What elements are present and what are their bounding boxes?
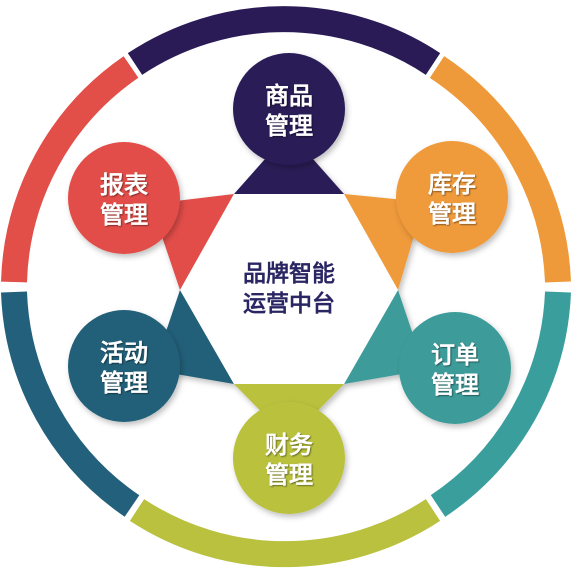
outer-ring [1, 6, 571, 568]
ring-segment-bottom-left [1, 291, 140, 517]
node-inventory-label-line2: 管理 [428, 200, 476, 228]
node-report-circle[interactable] [68, 142, 180, 254]
node-inventory-label-line1: 库存 [428, 170, 476, 198]
node-activity-label-line2: 管理 [100, 369, 148, 397]
node-order-label-line2: 管理 [431, 371, 479, 399]
node-inventory-circle[interactable] [396, 141, 508, 253]
node-product-label-line1: 商品 [265, 82, 313, 110]
node-inventory[interactable]: 库存 管理 [396, 141, 508, 253]
ring-segment-bottom [129, 499, 441, 568]
node-order-label-line1: 订单 [431, 341, 479, 369]
node-report-label-line2: 管理 [100, 201, 148, 229]
node-product-circle[interactable] [233, 53, 345, 165]
center-title-line1: 品牌智能 [243, 260, 335, 287]
node-product[interactable]: 商品 管理 [233, 53, 345, 165]
ring-segment-bottom-right [430, 291, 571, 517]
node-product-label-line2: 管理 [265, 112, 313, 140]
node-activity-label-line1: 活动 [100, 339, 148, 367]
ring-segment-top-right [429, 56, 571, 283]
node-finance-label-line1: 财务 [265, 431, 314, 459]
node-activity-circle[interactable] [68, 310, 180, 422]
center-hexagon-fill [180, 194, 398, 384]
node-order-circle[interactable] [399, 312, 511, 424]
ring-segment-top-left [1, 56, 139, 283]
node-report[interactable]: 报表 管理 [68, 142, 180, 254]
node-finance-label-line2: 管理 [265, 461, 313, 489]
center-label: 品牌智能 运营中台 [243, 260, 335, 317]
node-report-label-line1: 报表 [100, 171, 149, 199]
center-title-line2: 运营中台 [243, 290, 335, 317]
node-order[interactable]: 订单 管理 [399, 312, 511, 424]
node-activity[interactable]: 活动 管理 [68, 310, 180, 422]
ring-segment-top [127, 6, 441, 75]
node-finance-circle[interactable] [233, 402, 345, 514]
node-finance[interactable]: 财务 管理 [233, 402, 345, 514]
